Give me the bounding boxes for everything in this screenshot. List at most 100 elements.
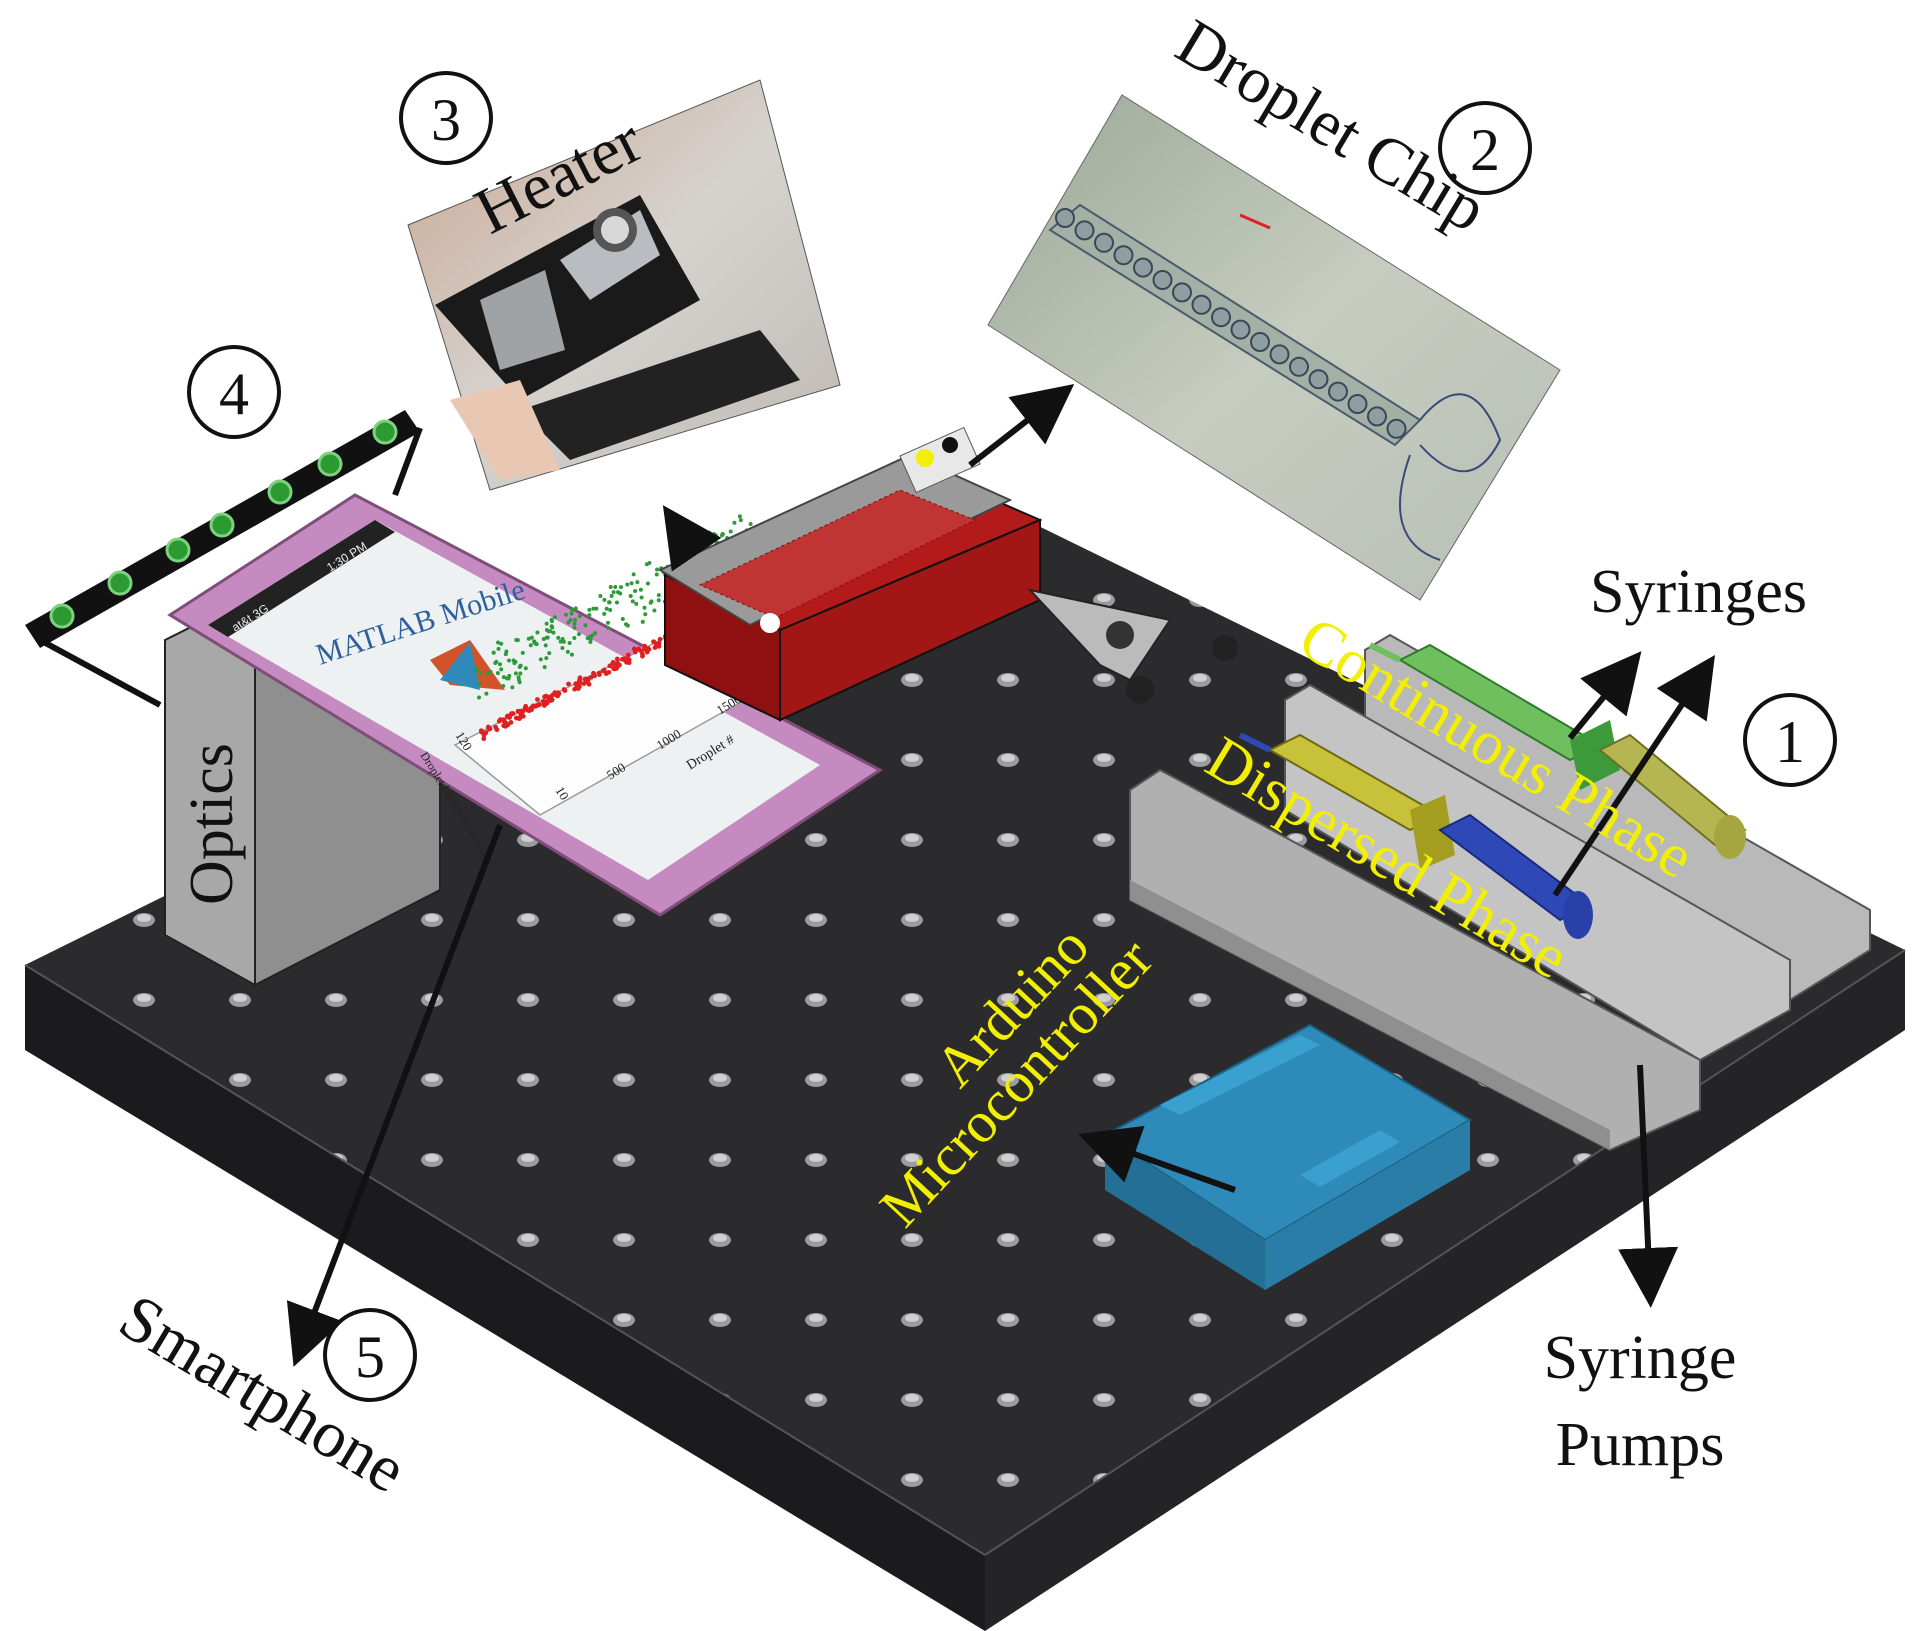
marker-1: 1 <box>1743 693 1837 787</box>
plot-point-green <box>515 638 520 643</box>
plot-point-green <box>738 518 743 523</box>
chip-droplet <box>1152 270 1173 290</box>
marker-5: 5 <box>323 1308 417 1402</box>
plot-point-red <box>479 729 484 735</box>
plot-point-green <box>569 652 574 657</box>
chip-droplets <box>1055 208 1407 439</box>
plot-point-green <box>728 529 733 534</box>
plot-point-green <box>560 646 565 651</box>
plot-point-green <box>529 635 534 640</box>
plot-point-green <box>517 664 522 669</box>
plot-point-red <box>632 649 638 655</box>
plot-point-red <box>562 688 568 693</box>
chip-droplet <box>1211 307 1231 328</box>
plot-point-green <box>567 640 572 645</box>
plot-point-green <box>501 675 506 680</box>
plot-point-green <box>518 671 523 676</box>
plot-point-green <box>647 561 652 566</box>
plot-point-green <box>513 671 518 676</box>
syringe-pumps-label-line1: Syringe <box>1544 1324 1737 1392</box>
plot-point-red <box>513 715 519 721</box>
plot-point-green <box>538 657 543 662</box>
plot-point-green <box>565 649 570 654</box>
chip-droplet <box>1269 344 1290 365</box>
arrow-heater <box>662 505 722 572</box>
chip-droplet <box>1250 332 1270 352</box>
plot-point-green <box>638 587 643 592</box>
plot-point-red <box>501 723 507 729</box>
plot-point-green <box>494 659 499 664</box>
plot-point-green <box>511 658 516 663</box>
plot-point-green <box>613 585 618 590</box>
plot-point-red <box>611 665 616 671</box>
svg-text:2: 2 <box>1470 117 1500 183</box>
plot-point-green <box>701 535 706 540</box>
plot-point-green <box>630 599 635 604</box>
plot-point-green <box>501 684 506 689</box>
plot-point-green <box>625 582 630 587</box>
plot-point-green <box>614 600 619 605</box>
plot-point-green <box>620 617 625 622</box>
plot-point-red <box>625 652 631 658</box>
plot-point-green <box>573 618 578 623</box>
plot-point-green <box>572 635 577 640</box>
plot-point-green <box>507 673 512 678</box>
plot-point-red <box>493 724 499 730</box>
plot-point-green <box>526 636 531 641</box>
plot-point-green <box>543 643 548 648</box>
plot-point-red <box>487 726 493 732</box>
plot-point-green <box>566 620 571 625</box>
arrow-smartphone <box>286 823 503 1367</box>
plot-point-red <box>610 661 616 666</box>
plot-point-red <box>541 702 547 708</box>
chip-droplet <box>1230 319 1251 340</box>
plot-point-red <box>586 681 592 687</box>
chip-droplet <box>1328 381 1348 402</box>
plot-point-green <box>619 585 624 590</box>
plot-point-green <box>608 608 613 613</box>
plot-point-green <box>572 625 577 630</box>
plot-point-green <box>602 611 607 616</box>
plot-point-red <box>529 707 534 713</box>
plot-point-red <box>597 672 602 677</box>
chip-droplet <box>1094 232 1114 253</box>
plot-point-red <box>651 639 657 645</box>
plot-point-red <box>496 718 502 724</box>
plot-point-green <box>587 612 592 617</box>
plot-point-green <box>608 584 613 589</box>
plot-point-red <box>517 709 523 715</box>
plot-point-green <box>491 650 496 655</box>
plot-point-red <box>542 694 547 700</box>
plot-point-green <box>573 606 578 611</box>
plot-point-red <box>606 669 612 675</box>
chip-droplet <box>1113 245 1134 266</box>
arrow-pumps <box>1618 1064 1679 1308</box>
plot-point-green <box>572 621 577 626</box>
chip-droplet <box>1386 418 1407 439</box>
plot-point-green <box>588 637 593 642</box>
plot-point-red <box>505 713 511 719</box>
chip-droplet <box>1289 356 1309 377</box>
svg-text:4: 4 <box>219 361 249 427</box>
droplet-chip-photo <box>987 94 1561 601</box>
plot-point-green <box>594 606 599 611</box>
svg-text:3: 3 <box>431 87 461 153</box>
plot-point-green <box>563 612 568 617</box>
plot-point-green <box>542 665 547 670</box>
plot-point-green <box>532 639 537 644</box>
plot-point-red <box>640 653 645 659</box>
chip-droplet <box>1308 369 1329 390</box>
plot-point-green <box>497 662 502 667</box>
syringes-label: Syringes <box>1590 558 1807 626</box>
chip-droplet <box>1133 257 1153 278</box>
smartphone-label: Smartphone <box>107 1280 418 1507</box>
marker-4: 4 <box>187 345 281 439</box>
plot-point-green <box>499 667 504 672</box>
plot-point-green <box>707 530 712 535</box>
plot-point-green <box>697 543 702 548</box>
plot-point-green <box>634 601 639 606</box>
plot-point-green <box>656 598 661 603</box>
plot-point-red <box>523 703 529 709</box>
plot-point-green <box>605 620 610 625</box>
